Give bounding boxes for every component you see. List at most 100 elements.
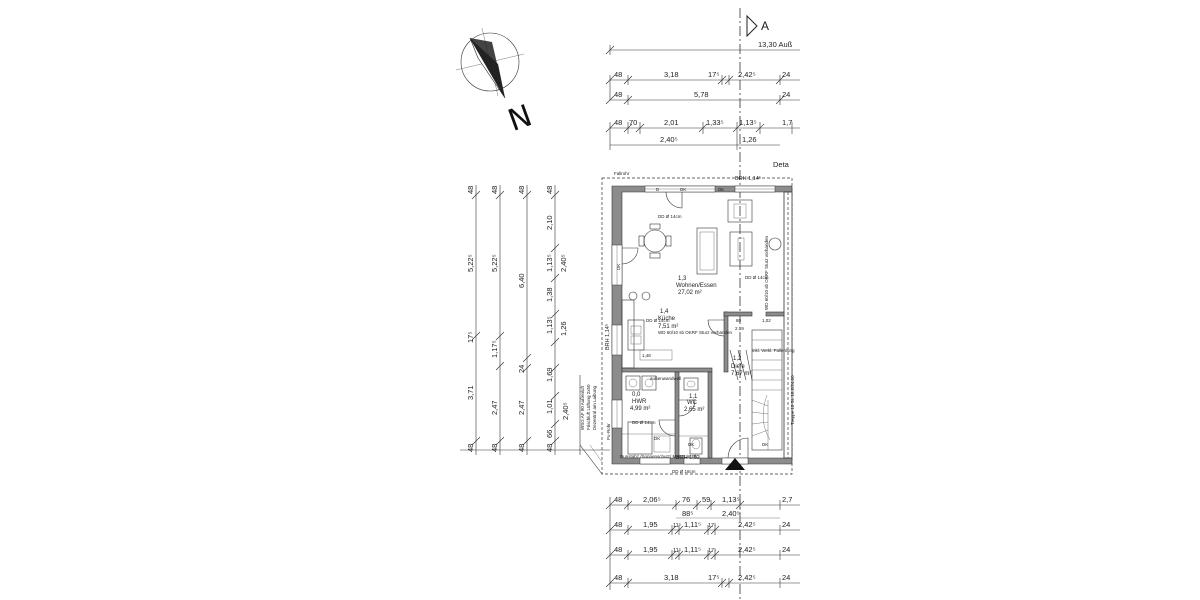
note-dk-top-2: DK (718, 187, 724, 192)
room-kueche: 1,4 Küche 7,51 m² WD 60/10 sb OKRF Sturz… (658, 309, 733, 335)
left-dimension-texts: 48 5,22⁵ 17⁵ 3,71 48 48 5,22⁵ 1,17⁵ 2,47… (466, 186, 570, 452)
note-detail: Deta (773, 160, 790, 169)
wall-diele-kitchen (723, 311, 729, 373)
dim-bottom-3-f: 2,42⁵ (738, 520, 756, 529)
note-door-80: 80 (736, 318, 742, 323)
note-wd-right: WD 60/10 sb OKRF Sturz vorhanden (764, 235, 769, 310)
dim-left-c4-a: 48 (545, 186, 554, 194)
room-number: 1,1 (689, 394, 698, 400)
dim-bottom-5-c: 17⁵ (708, 573, 719, 582)
dim-bottom-3-a: 48 (614, 520, 622, 529)
bottom-dimension-rows: 48 2,06⁵ 76 59 1,13⁵ 2,7 88⁵ 2,40⁵ 48 1,… (605, 495, 800, 590)
dim-bottom-3-c: 11⁵ (673, 522, 681, 529)
dim-left-c2-b: 5,22⁵ (490, 254, 499, 272)
dim-bottom-4-a: 48 (614, 545, 622, 554)
dim-bottom-1-b: 2,06⁵ (643, 495, 661, 504)
room-name: HWR (632, 399, 647, 405)
dim-top-3-a: 48 (614, 118, 622, 127)
left-note-line-3: Dezentral am Laibung (592, 385, 597, 430)
overall-dim-text: 13,30 Auß (758, 40, 793, 49)
note-brh-left: BRH 1,14⁵ (604, 324, 611, 350)
wc-toilet (689, 437, 703, 455)
dim-left-c5-a: 2,40⁵ (561, 402, 570, 420)
dim-top-3-f: 1,7 (782, 118, 792, 127)
dim-left-c2-d: 2,47 (490, 400, 499, 415)
left-note-line-2: Frischluft Lüftung 2x50 (586, 384, 591, 430)
dim-left-c3-e: 48 (517, 444, 526, 452)
sofa (696, 227, 718, 275)
dim-bottom-3-e: 17⁵ (708, 522, 716, 529)
note-dk-hwr: DK (654, 436, 660, 441)
dim-top-3-b: 70 (629, 118, 637, 127)
wc-sink (683, 377, 699, 391)
dim-bottom-2-b: 2,40⁵ (722, 509, 740, 518)
doors (621, 191, 749, 459)
top-dimension-rows: 48 3,18 17⁵ 2,42⁵ 24 48 5,78 24 48 70 2,… (605, 70, 800, 150)
dim-bottom-1-e: 1,13⁵ (722, 495, 740, 504)
dim-top-3-d: 1,33⁵ (706, 118, 724, 127)
dim-top-1-a: 48 (614, 70, 622, 79)
dim-top-1-e: 24 (782, 70, 790, 79)
room-area: 7,67 m² (731, 371, 751, 377)
dim-bottom-2-a: 88⁵ (682, 509, 693, 518)
armchair (727, 199, 753, 223)
dim-top-2-c: 24 (782, 90, 790, 99)
dim-left-c4-d: 2,40⁵ (559, 254, 568, 272)
roof-overhang (601, 177, 793, 475)
dim-left-c3-c: 24 (517, 365, 526, 373)
building (579, 177, 793, 475)
dim-bottom-1-d: 59 (702, 495, 710, 504)
wall-wc-diele (707, 371, 713, 459)
note-dk-diele: DK (762, 442, 768, 447)
note-bottom-2: DD Ø 18cm (672, 469, 696, 474)
dim-bottom-5-b: 3,18 (664, 573, 679, 582)
dim-left-c4-g: 1,26 (559, 321, 568, 336)
note-door-219: 2,19 (735, 326, 744, 331)
room-note: WD 60/10 sb OKRF Sturz vorhanden (658, 330, 733, 335)
dim-bottom-1-f: 2,7 (782, 495, 792, 504)
dim-top-1-d: 2,42⁵ (738, 70, 756, 79)
dim-top-3-c: 2,01 (664, 118, 679, 127)
dim-bottom-4-b: 1,95 (643, 545, 658, 554)
dim-top-1-c: 17⁵ (708, 70, 719, 79)
note-dk-left: DK (616, 264, 621, 270)
dim-top-4-a: 2,40⁵ (660, 135, 678, 144)
dim-left-c4-c: 1,13⁵ (545, 254, 554, 272)
dim-left-c4-h: 1,69 (545, 367, 554, 382)
dim-top-1-b: 3,18 (664, 70, 679, 79)
note-kitchen-dim: 1,48 (642, 353, 651, 358)
entrance-arrow-icon (725, 458, 745, 470)
dim-bottom-3-g: 24 (782, 520, 790, 529)
dim-left-c3-d: 2,47 (517, 400, 526, 415)
dim-top-4-b: 1,26 (742, 135, 757, 144)
note-bottom: Dunstabz./Sonnenschutz/ MBHE in Eb. (620, 454, 698, 459)
room-name: Küche (658, 316, 676, 322)
room-name: Diele (731, 364, 745, 370)
dryer (641, 375, 657, 391)
furniture (621, 199, 783, 455)
note-dd-main: DD Ø 14cm (658, 214, 682, 219)
room-labels: 1,3 Wohnen/Essen 27,02 m² 1,4 Küche 7,51… (630, 276, 751, 413)
room-wc: 1,1 WC 2,65 m² (684, 394, 704, 413)
door-swing-diele (707, 319, 725, 337)
room-hwr: 0,0 HWR 4,99 m² (630, 392, 650, 412)
room-name: Wohnen/Essen (676, 283, 717, 289)
dim-bottom-4-d: 1,11⁵ (684, 545, 701, 554)
room-number: 1,2 (733, 356, 742, 362)
wall-diele-top-2 (765, 311, 785, 317)
note-brh-bottom: BRH 1,52 (676, 455, 700, 461)
note-d-top: D (656, 187, 660, 192)
dim-left-c4-i: 1,01 (545, 399, 554, 414)
room-area: 27,02 m² (678, 290, 702, 296)
window-bottom-1 (639, 457, 671, 465)
kitchen-island (639, 349, 673, 361)
room-area: 7,51 m² (658, 324, 678, 330)
dim-left-c4-f: 1,13⁵ (545, 316, 554, 334)
dim-bottom-1-c: 76 (682, 495, 690, 504)
wall-kitchen-hwr (621, 367, 713, 373)
dim-left-c2-c: 1,17⁵ (490, 340, 499, 358)
dim-bottom-5-a: 48 (614, 573, 622, 582)
left-note-line-1: WSG AF 90 Außenluft (580, 385, 585, 430)
dim-left-c3-b: 6,40 (517, 273, 526, 288)
